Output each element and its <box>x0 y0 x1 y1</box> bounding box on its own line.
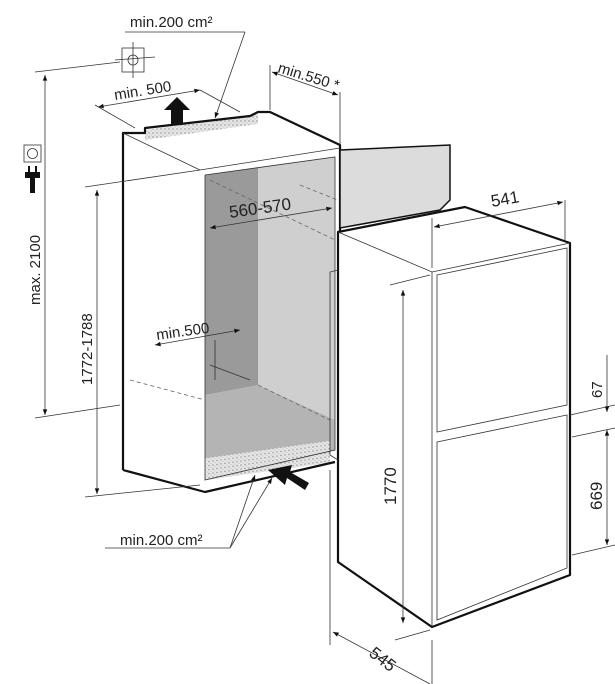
appliance-depth-label: 545 <box>366 643 400 675</box>
top-vent-depth-label: min. 500 <box>113 78 172 104</box>
door-clearance-label: min.550 * <box>276 60 342 95</box>
airflow-in-arrow-icon <box>268 465 309 490</box>
appliance <box>329 205 572 629</box>
top-vent-grille <box>145 114 258 140</box>
bottom-vent-grille <box>205 440 330 481</box>
water-connection-icon <box>114 42 156 78</box>
niche-height-label: 1772-1788 <box>79 313 96 385</box>
top-vent-area-label: min.200 cm² <box>130 14 213 31</box>
door-gap-label: 67 <box>589 381 606 398</box>
bottom-vent-area-label: min.200 cm² <box>120 532 203 549</box>
appliance-width-label: 541 <box>489 187 520 211</box>
dimension-lines <box>34 31 615 684</box>
max-height-label: max. 2100 <box>27 235 44 305</box>
appliance-height-label: 1770 <box>381 467 400 505</box>
lower-door-height-label: 669 <box>587 482 606 510</box>
power-plug-icon <box>25 166 40 193</box>
floor-vent-depth-label: min.500 <box>155 320 210 344</box>
power-socket-icon <box>23 144 42 163</box>
airflow-up-arrow-icon <box>164 97 190 125</box>
